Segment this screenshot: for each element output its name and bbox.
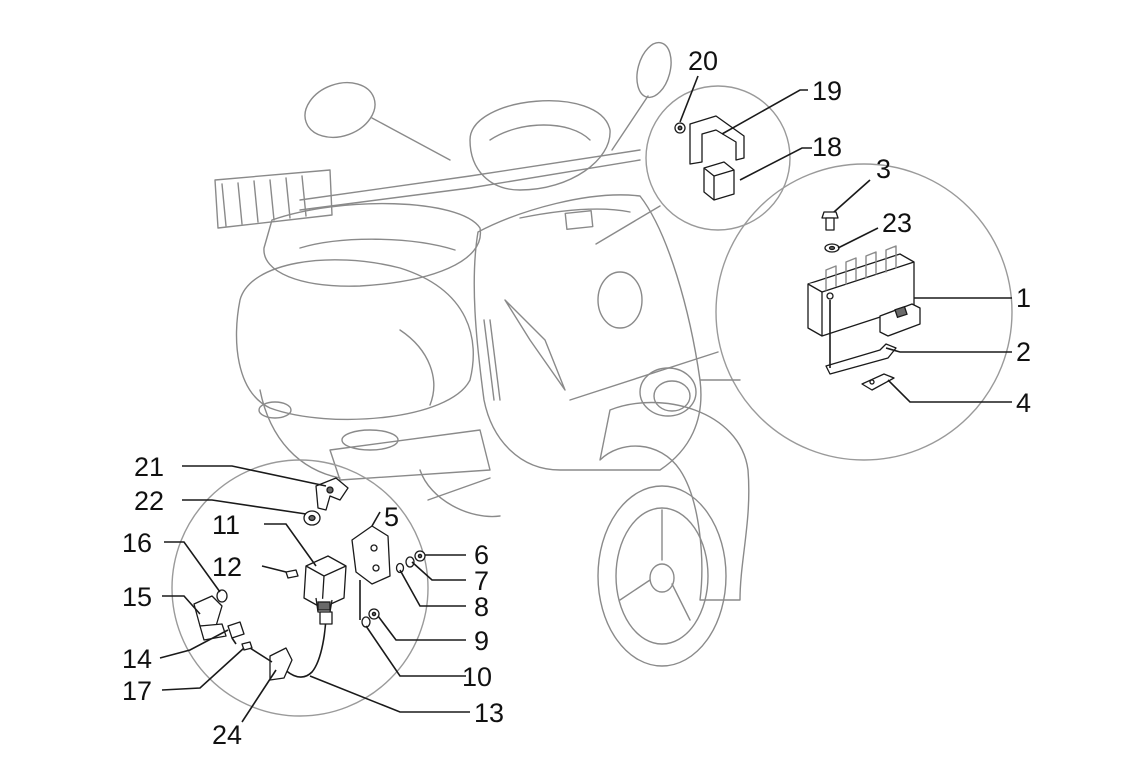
bolt	[821, 211, 839, 231]
leader-18	[739, 147, 812, 181]
regulator-bracket	[825, 300, 897, 375]
callout-12: 12	[212, 552, 242, 582]
detail-circle-relay	[595, 85, 791, 245]
nut-9	[368, 608, 380, 620]
callout-19: 19	[812, 76, 842, 106]
spark-plug-cap	[193, 595, 227, 641]
ecu-bracket	[351, 525, 391, 620]
callout-7: 7	[474, 566, 489, 596]
callout-9: 9	[474, 626, 489, 656]
leader-11	[264, 523, 317, 567]
spark-plug	[227, 621, 245, 645]
callout-4: 4	[1016, 388, 1031, 418]
leader-19	[721, 89, 808, 135]
washer-8	[395, 562, 405, 574]
cable-holder	[315, 477, 349, 511]
callout-5: 5	[384, 502, 399, 532]
callout-20: 20	[688, 46, 718, 76]
callout-13: 13	[474, 698, 504, 728]
leader-20	[679, 75, 699, 123]
leader-17	[161, 647, 245, 691]
callout-1: 1	[1016, 283, 1031, 313]
relay-bracket	[689, 115, 745, 165]
ignition-coil	[303, 555, 347, 613]
callout-11: 11	[212, 510, 240, 540]
screw-12	[285, 569, 299, 579]
washer-10	[361, 616, 371, 628]
leader-12	[261, 565, 287, 573]
leader-10	[365, 625, 466, 677]
detail-circle-regulator	[569, 163, 1013, 461]
leader-15	[162, 595, 201, 615]
bracket-plate	[861, 373, 895, 391]
voltage-regulator	[807, 245, 921, 337]
scooter-outline	[214, 41, 750, 667]
detail-circle-ignition	[171, 459, 491, 717]
callout-6: 6	[474, 540, 489, 570]
leader-21	[182, 465, 327, 487]
leader-8	[399, 569, 466, 607]
leader-13	[309, 675, 470, 713]
callout-2: 2	[1016, 337, 1031, 367]
leader-24	[241, 669, 277, 723]
leader-2	[885, 347, 1012, 353]
washer-7	[405, 556, 415, 568]
callout-14: 14	[122, 644, 152, 674]
washer	[824, 243, 840, 253]
callout-22: 22	[134, 486, 164, 516]
leader-7	[411, 561, 466, 581]
callout-17: 17	[122, 676, 152, 706]
grommet	[303, 510, 321, 526]
callout-16: 16	[122, 528, 152, 558]
relay	[703, 161, 735, 201]
callout-numbers: 1 2 3 4 5 6 7 8 9 10 11 12 13 14 15 16 1…	[122, 46, 1031, 750]
leader-5	[371, 511, 381, 527]
callout-23: 23	[882, 208, 912, 238]
nut-6	[414, 550, 426, 562]
leader-9	[377, 615, 466, 641]
callout-24: 24	[212, 720, 242, 750]
leader-14	[159, 629, 229, 659]
leader-22	[182, 499, 307, 515]
callout-15: 15	[122, 582, 152, 612]
cable-clip	[249, 647, 293, 681]
relay-nut	[674, 122, 686, 134]
callout-10: 10	[462, 662, 492, 692]
callout-21: 21	[134, 452, 164, 482]
leader-3	[833, 179, 871, 213]
leader-4	[887, 379, 1012, 403]
suppressor	[216, 589, 228, 603]
callout-3: 3	[876, 154, 891, 184]
leader-16	[164, 541, 221, 593]
callout-18: 18	[812, 132, 842, 162]
leader-lines	[159, 75, 1012, 723]
callout-8: 8	[474, 592, 489, 622]
leader-23	[837, 227, 879, 249]
